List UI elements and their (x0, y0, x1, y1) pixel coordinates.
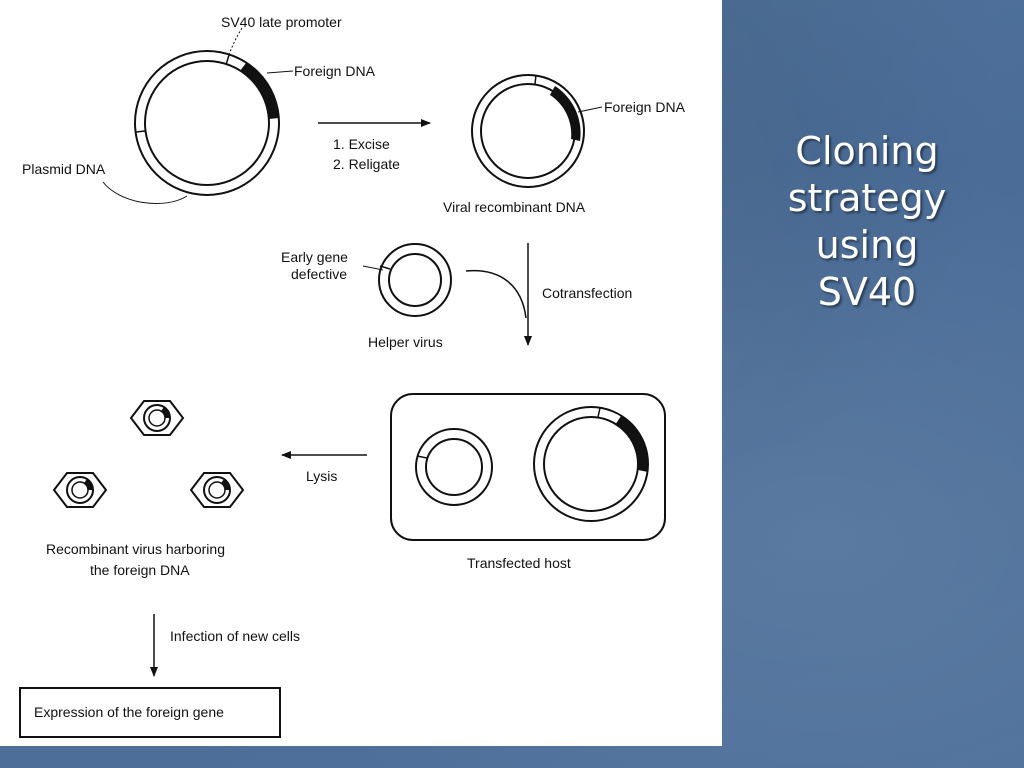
slide-title-line: SV40 (817, 270, 917, 314)
recombinant-virus-label-line1: Recombinant virus harboring (46, 541, 225, 557)
viral-recombinant-dna-label: Viral recombinant DNA (443, 199, 586, 215)
plasmid-dna-leader (102, 181, 188, 204)
early-gene-label-line2: defective (291, 266, 347, 282)
cloning-diagram: SV40 late promoter Foreign DNA Plasmid D… (19, 14, 686, 738)
step-religate-label: 2. Religate (333, 156, 400, 172)
sv40-promoter-leader (228, 27, 243, 56)
slide-title-line: using (815, 223, 919, 267)
viral-foreign-dna-leader (577, 106, 603, 113)
plasmid-dna-ring (134, 50, 280, 196)
host-helper-ring (415, 428, 493, 506)
helper-merge-arc (465, 269, 527, 319)
viral-recombinant-dna-ring (471, 74, 585, 188)
plasmid-foreign-dna-segment (240, 63, 279, 119)
plasmid-dna-label: Plasmid DNA (22, 161, 106, 177)
plasmid-foreign-dna-leader (266, 70, 294, 74)
early-gene-leader (362, 265, 384, 271)
foreign-dna-label-plasmid: Foreign DNA (294, 63, 376, 79)
virus-particle (52, 472, 108, 508)
helper-virus-label: Helper virus (368, 334, 443, 350)
diagram-panel: SV40 late promoter Foreign DNA Plasmid D… (0, 0, 722, 746)
host-foreign-dna-segment (615, 416, 649, 472)
lysis-label: Lysis (306, 468, 337, 484)
step-excise-label: 1. Excise (333, 136, 390, 152)
foreign-dna-label-viral: Foreign DNA (604, 99, 686, 115)
sv40-late-promoter-label: SV40 late promoter (221, 14, 342, 30)
virus-particle (189, 472, 245, 508)
recombinant-virus-label-line2: the foreign DNA (90, 562, 190, 578)
virus-particle (129, 400, 185, 436)
viral-foreign-dna-segment (550, 86, 581, 141)
cotransfection-label: Cotransfection (542, 285, 632, 301)
expression-box (19, 687, 281, 738)
transfected-host-label: Transfected host (467, 555, 571, 571)
helper-virus-ring (378, 243, 452, 317)
slide-title-line: strategy (787, 176, 947, 220)
infection-label: Infection of new cells (170, 628, 300, 644)
slide-title-line: Cloning (795, 129, 939, 173)
plasmid-promoter-tick (225, 54, 230, 66)
slide-title: Cloning strategy using SV40 (752, 128, 982, 316)
early-gene-label-line1: Early gene (281, 249, 348, 265)
expression-label: Expression of the foreign gene (34, 704, 224, 720)
host-recombinant-ring (533, 406, 649, 522)
transfected-host-cell (390, 393, 666, 541)
